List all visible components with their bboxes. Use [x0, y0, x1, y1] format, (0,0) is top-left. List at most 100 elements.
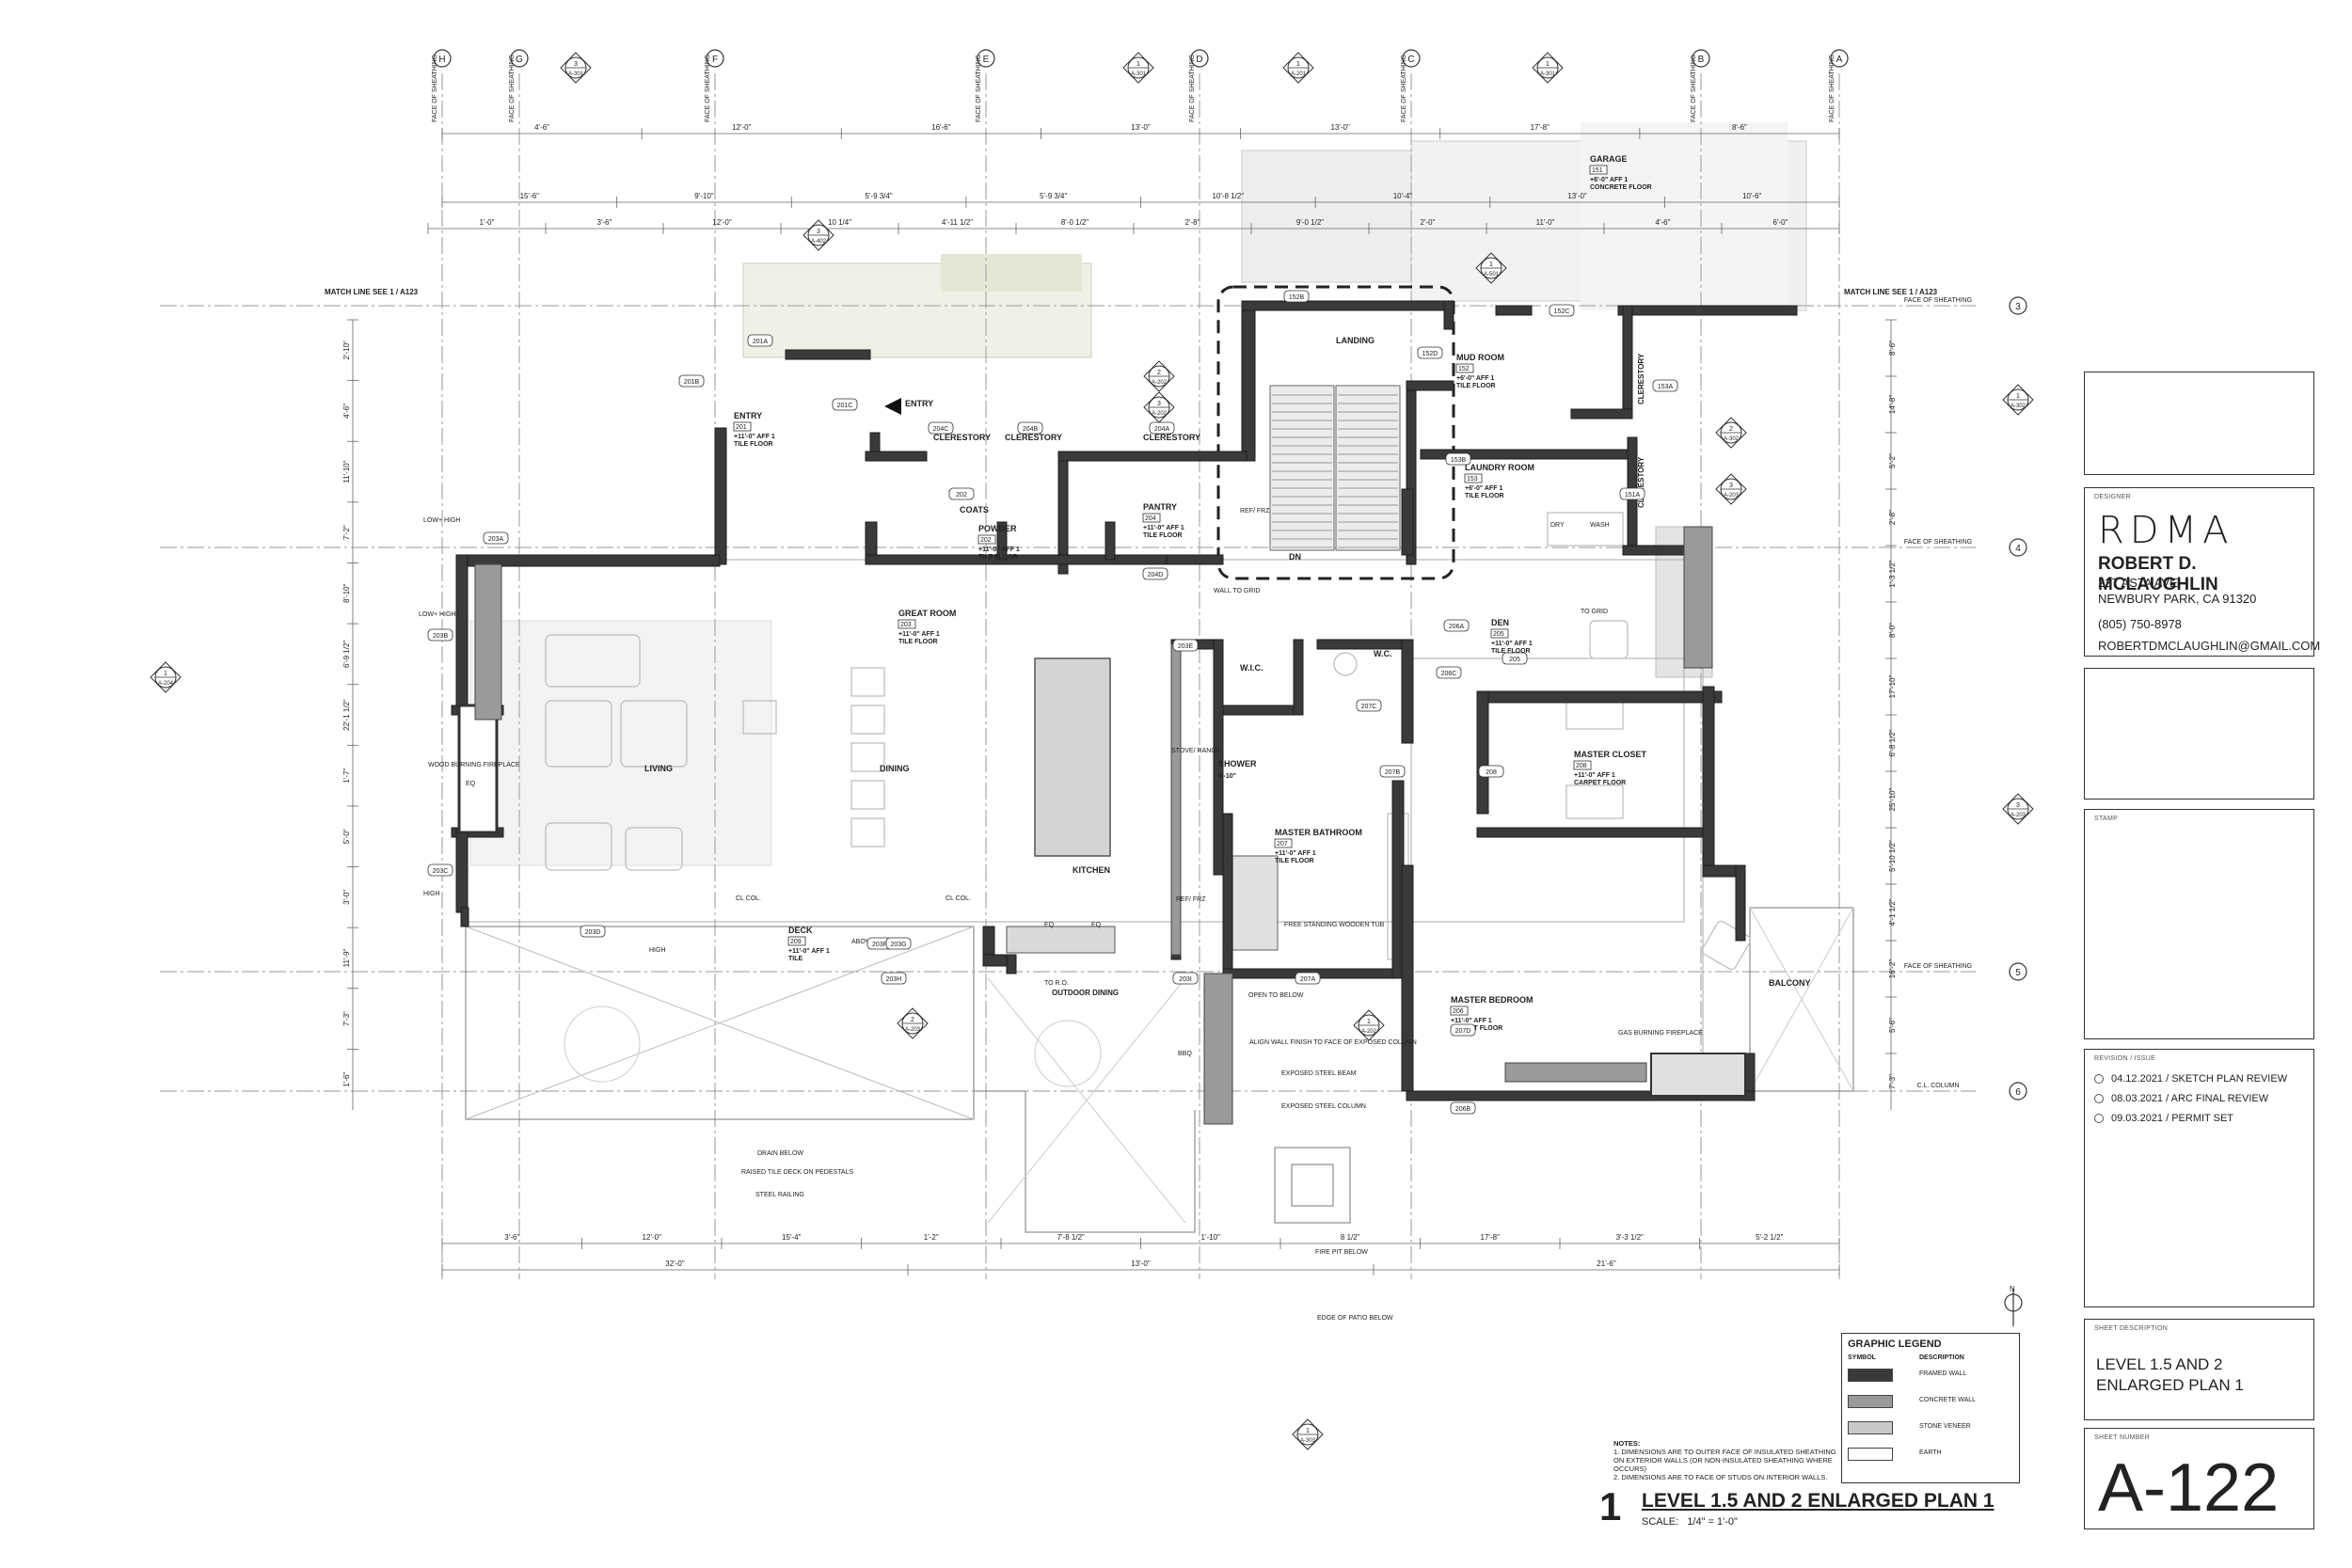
plan-note: STOVE/ RANGE: [1171, 748, 1221, 754]
section-ref-sheet: A-301: [1131, 71, 1147, 77]
door-tag-label: 206B: [1455, 1106, 1471, 1113]
dimension-text: 1'-3 1/2": [1888, 560, 1897, 587]
grid-bubble-label: 4: [2015, 544, 2021, 554]
dimension-text: 8 1/2": [1341, 1233, 1360, 1242]
room-elevation: +6'-0" AFF 1: [1456, 375, 1494, 382]
room-number: 151: [1592, 167, 1603, 174]
wall-segment: [1622, 305, 1633, 410]
plan-note: EXPOSED STEEL BEAM: [1281, 1070, 1357, 1077]
section-reference-icon: 1A-301: [1122, 52, 1154, 84]
section-reference-icon: 2A-302: [1715, 417, 1747, 449]
face-of-sheathing-label: FACE OF SHEATHING: [1189, 55, 1196, 122]
sheet-number-caption: SHEET NUMBER: [2094, 1434, 2151, 1441]
dimension-text: 15'-6": [520, 192, 540, 200]
wall-segment: [1401, 639, 1414, 744]
dimension-text: 7'-3": [342, 1011, 351, 1026]
revision-text: 08.03.2021 / ARC FINAL REVIEW: [2111, 1093, 2269, 1104]
room-tag: W.C.: [1374, 649, 1392, 658]
wall-segment: [865, 554, 1205, 565]
plan-note: CLERESTORY: [933, 433, 991, 442]
door-tag-label: 203A: [488, 536, 504, 543]
door-tag: 152B: [1283, 290, 1310, 303]
section-ref-sheet: A-203: [2010, 813, 2026, 818]
wood-fireplace-icon: [457, 704, 499, 834]
grid-bubble-label: 5: [2015, 968, 2021, 978]
dimension-text: 16'-6": [931, 123, 951, 132]
door-tag: 203H: [881, 972, 907, 985]
dimension-text: 6'-0": [1773, 218, 1788, 227]
room-finish: TILE FLOOR: [1275, 858, 1314, 864]
door-tag-label: 204C: [933, 426, 949, 433]
section-ref-number: 1: [1306, 1428, 1310, 1434]
wall-segment: [1406, 1090, 1756, 1101]
door-tag-label: 208: [1486, 769, 1497, 776]
title-block-top-blank: [2084, 372, 2314, 475]
plan-note: EQ: [1044, 922, 1055, 928]
dimension-text: 5'-2": [1888, 453, 1897, 468]
revision-text: 04.12.2021 / SKETCH PLAN REVIEW: [2111, 1073, 2288, 1085]
grid-bubble-label: B: [1698, 55, 1705, 65]
dimension-text: 5'-9 3/4": [865, 192, 892, 200]
door-tag: 204D: [1142, 567, 1168, 580]
section-ref-number: 3: [574, 61, 578, 68]
section-ref-number: 3: [1157, 401, 1161, 407]
door-tag: 203E: [1172, 639, 1199, 652]
section-ref-number: 1: [164, 671, 167, 677]
room-elevation: +11'-0" AFF 1: [898, 631, 940, 638]
dimension-text: 6'-8 1/2": [1888, 729, 1897, 756]
legend-label: FRAMED WALL: [1919, 1370, 1967, 1377]
stair-treads: [1272, 394, 1398, 548]
firm-address-line2: NEWBURY PARK, CA 91320: [2098, 592, 2257, 606]
revision-marker-icon: [2094, 1114, 2104, 1123]
plan-note: DINING: [880, 764, 910, 773]
room-tag: BALCONY: [1769, 978, 1811, 988]
room-finish: TILE FLOOR: [1143, 532, 1183, 539]
general-notes: NOTES: 1. DIMENSIONS ARE TO OUTER FACE O…: [1613, 1439, 1839, 1481]
grid-bubble-label: 3: [2015, 302, 2021, 312]
wall-segment: [1622, 545, 1690, 556]
door-tag: 207A: [1295, 972, 1321, 985]
plan-note: FIRE PIT BELOW: [1315, 1249, 1368, 1256]
stair-landing: [1216, 285, 1455, 580]
room-finish: CARPET FLOOR: [1451, 1025, 1502, 1032]
room-name: W.C.: [1374, 649, 1392, 658]
door-tag: 153A: [1652, 379, 1678, 392]
face-of-sheathing-label: FACE OF SHEATHING: [1691, 55, 1697, 122]
door-tag-label: 201A: [753, 339, 769, 345]
room-finish: TILE FLOOR: [1465, 493, 1504, 499]
plan-note: TO R.O.: [1044, 980, 1069, 987]
door-tag-label: 201C: [837, 403, 853, 409]
plan-note: LOW+ HIGH: [419, 611, 455, 618]
title-block-stamp: STAMP: [2084, 809, 2314, 1039]
plan-note: RAISED TILE DECK ON PEDESTALS: [741, 1169, 853, 1176]
section-ref-number: 3: [817, 229, 820, 235]
wall-segment: [1166, 554, 1224, 565]
room-finish: TILE FLOOR: [734, 441, 773, 448]
wall-segment: [1617, 305, 1798, 316]
section-ref-sheet: A-204: [158, 681, 174, 687]
door-tag-label: 203H: [886, 976, 902, 983]
wall-segment: [1443, 300, 1454, 330]
dimension-text: 3'-0": [342, 890, 351, 905]
room-number: 209: [790, 939, 802, 945]
section-ref-sheet: A-202: [1361, 1029, 1377, 1035]
dimension-text: 9'-10": [694, 192, 714, 200]
stone-veneer-swatch: [1848, 1421, 1893, 1434]
door-tag-label: 204B: [1023, 426, 1039, 433]
grid-bubble-label: E: [983, 55, 990, 65]
section-ref-sheet: A-402: [811, 239, 827, 245]
dimension-text: 8'-0 1/2": [1061, 218, 1089, 227]
dimension-text: 8'-6": [1732, 123, 1747, 132]
plan-note: GAS BURNING FIREPLACE: [1618, 1030, 1703, 1037]
plan-note: CL COL.: [946, 895, 971, 902]
dimension-text: 3'-3 1/2": [1616, 1233, 1644, 1242]
title-block-sheet-number: SHEET NUMBER A-122: [2084, 1428, 2314, 1529]
door-tag: 206B: [1450, 1101, 1476, 1115]
section-ref-sheet: A-501: [1484, 272, 1500, 277]
firm-phone: (805) 750-8978: [2098, 617, 2182, 631]
sheet-description-line2: ENLARGED PLAN 1: [2096, 1376, 2244, 1394]
